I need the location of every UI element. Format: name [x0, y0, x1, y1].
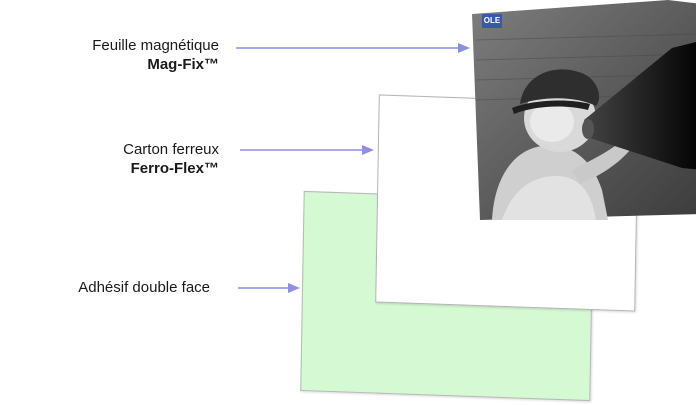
photo-image — [472, 0, 696, 220]
label-carton-ferreux: Carton ferreux Ferro-Flex™ — [123, 140, 219, 178]
magnetic-photo-sheet: OLE — [472, 0, 696, 226]
brand-logo: OLE — [482, 14, 502, 28]
label-feuille-text: Feuille magnétique — [92, 37, 219, 54]
label-adhesif-double-face: Adhésif double face — [78, 278, 210, 297]
label-adhesif-text: Adhésif double face — [78, 279, 210, 296]
label-feuille-magnetique: Feuille magnétique Mag-Fix™ — [92, 36, 219, 74]
label-carton-text: Carton ferreux — [123, 141, 219, 158]
label-mag-fix: Mag-Fix™ — [147, 56, 219, 73]
arrow-adhesif — [238, 283, 300, 293]
arrow-carton — [240, 145, 374, 155]
arrow-feuille — [236, 43, 470, 53]
label-ferro-flex: Ferro-Flex™ — [130, 160, 219, 177]
